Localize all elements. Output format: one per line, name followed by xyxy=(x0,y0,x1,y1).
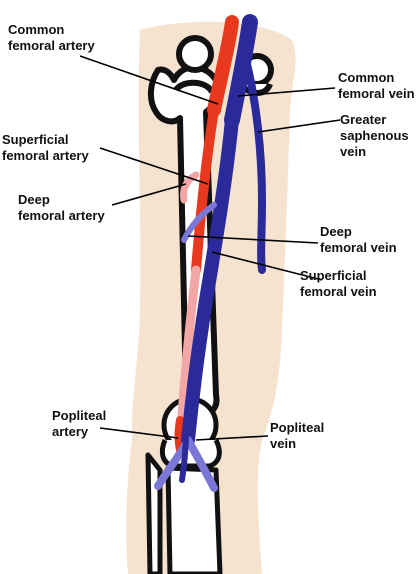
label-common-femoral-artery: Common femoral artery xyxy=(8,22,95,53)
popliteal-artery-vessel xyxy=(174,416,184,454)
leader-superficial-femoral-vein xyxy=(211,251,323,281)
label-deep-femoral-artery: Deep femoral artery xyxy=(18,192,105,223)
label-superficial-femoral-vein: Superficial femoral vein xyxy=(300,268,377,299)
greater-saphenous-vein xyxy=(242,56,267,274)
superficial-femoral-artery xyxy=(191,105,219,275)
leader-lines xyxy=(79,55,341,441)
label-popliteal-artery: Popliteal artery xyxy=(52,408,107,439)
popliteal-vein-branch xyxy=(184,436,218,492)
leader-deep-femoral-vein xyxy=(187,235,319,244)
deep-femoral-vein xyxy=(181,202,217,243)
leader-common-femoral-vein xyxy=(237,87,336,97)
label-common-femoral-vein: Common femoral vein xyxy=(338,70,415,101)
label-deep-femoral-vein: Deep femoral vein xyxy=(320,224,397,255)
leader-popliteal-artery xyxy=(99,427,179,439)
leader-superficial-femoral-artery xyxy=(99,147,209,185)
common-femoral-vein xyxy=(224,14,258,128)
leader-deep-femoral-artery xyxy=(111,183,187,206)
label-popliteal-vein: Popliteal vein xyxy=(270,420,325,451)
leader-greater-saphenous-vein xyxy=(257,119,341,133)
deep-femoral-artery xyxy=(180,171,200,204)
leader-popliteal-vein xyxy=(195,435,269,441)
superficial-femoral-vein xyxy=(181,113,239,447)
popliteal-vein-center xyxy=(179,427,189,483)
label-superficial-femoral-artery: Superficial femoral artery xyxy=(2,132,89,163)
common-femoral-artery xyxy=(207,15,239,117)
leader-common-femoral-artery xyxy=(79,55,219,105)
label-greater-saphenous-vein: Greater saphenous vein xyxy=(340,112,409,159)
